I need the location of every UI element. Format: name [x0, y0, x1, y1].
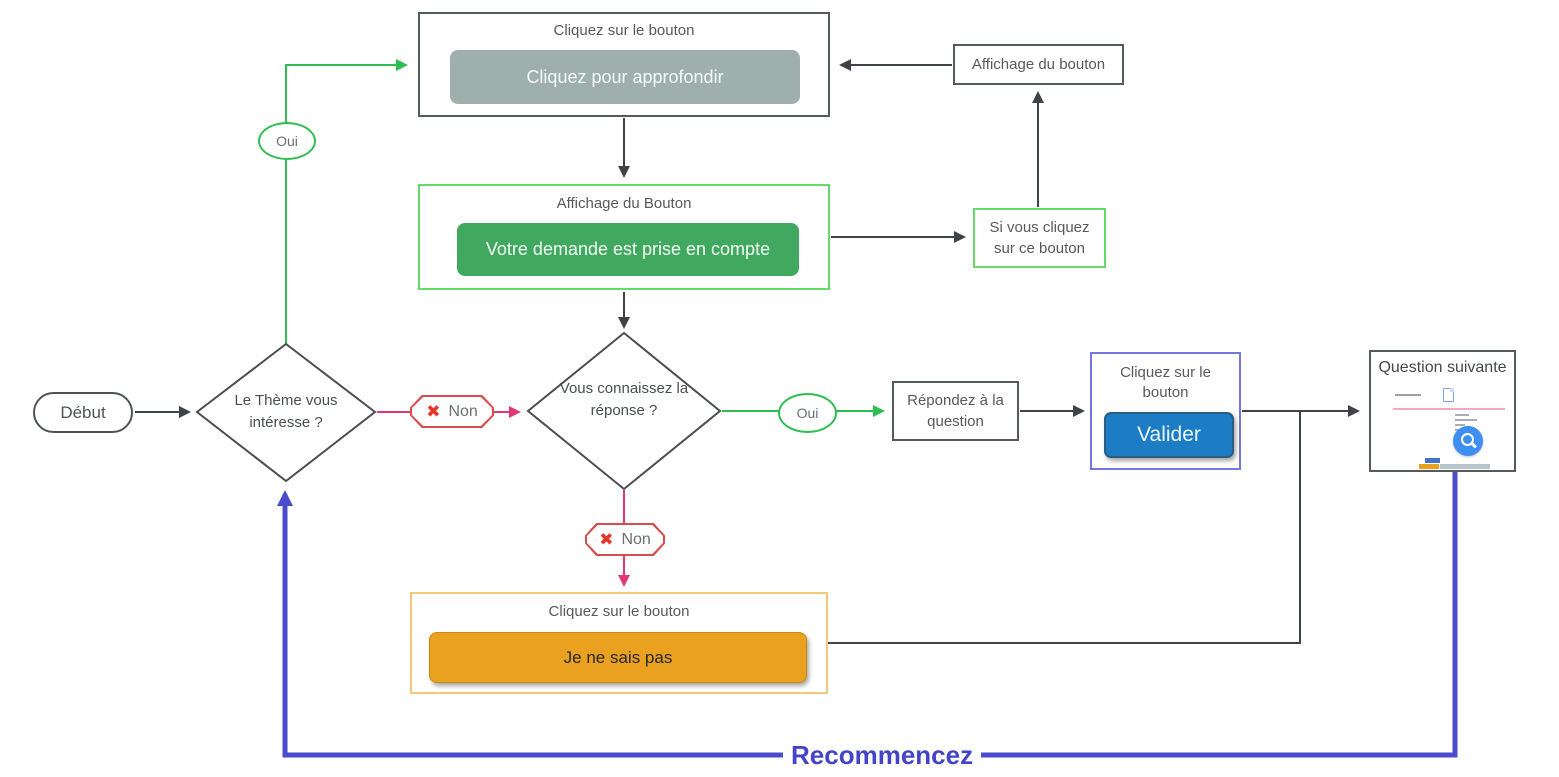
acknowledge-box-header: Affichage du Bouton: [556, 195, 692, 212]
acknowledge-box: Affichage du Bouton Votre demande est pr…: [418, 184, 830, 290]
no-badge-1: ✖ Non: [410, 395, 494, 428]
deepen-box: Cliquez sur le bouton Cliquez pour appro…: [418, 12, 830, 117]
if-click-label: Si vous cliquez sur ce bouton: [989, 219, 1090, 257]
dont-know-box: Cliquez sur le bouton Je ne sais pas: [410, 592, 828, 694]
deepen-box-header: Cliquez sur le bouton: [553, 22, 695, 39]
yes-badge-1: Oui: [258, 122, 316, 160]
decision-theme-label: Le Thème vous intéresse ?: [234, 392, 338, 431]
x-icon: ✖: [599, 530, 614, 549]
display-button-label: Affichage du bouton: [971, 56, 1106, 73]
no-badge-2: ✖ Non: [585, 523, 665, 556]
no-badge-1-label: Non: [448, 402, 478, 420]
display-button-box: Affichage du bouton: [953, 44, 1124, 85]
answer-label: Répondez à la question: [907, 392, 1004, 430]
document-icon: [1443, 388, 1454, 402]
start-node: Début: [33, 392, 133, 433]
magnifier-icon: [1453, 426, 1483, 456]
x-icon: ✖: [426, 402, 441, 421]
decision-answer-diamond: [526, 331, 722, 491]
decision-answer-label: Vous connaissez la réponse ?: [559, 380, 689, 419]
if-click-box: Si vous cliquez sur ce bouton: [973, 208, 1106, 268]
question-thumbnail: [1393, 386, 1505, 469]
yes-badge-2: Oui: [778, 393, 837, 433]
thumb-orange-bar: [1419, 464, 1439, 469]
validate-box-header: Cliquez sur le bouton: [1120, 364, 1211, 402]
deepen-button[interactable]: Cliquez pour approfondir: [450, 50, 800, 104]
dont-know-box-header: Cliquez sur le bouton: [548, 603, 690, 620]
decision-theme-diamond: [195, 342, 377, 483]
next-question-box: Question suivante: [1369, 350, 1516, 472]
next-question-title: Question suivante: [1378, 359, 1507, 376]
validate-box: Cliquez sur le bouton Valider: [1090, 352, 1241, 470]
no-badge-2-label: Non: [621, 530, 651, 548]
start-label: Début: [60, 402, 106, 422]
restart-label: Recommencez: [783, 740, 982, 771]
thumb-blue-bar: [1425, 458, 1440, 463]
answer-box: Répondez à la question: [892, 381, 1019, 441]
thumb-gray-bar: [1440, 464, 1490, 469]
validate-button[interactable]: Valider: [1104, 412, 1234, 458]
acknowledge-button[interactable]: Votre demande est prise en compte: [457, 223, 799, 276]
dont-know-button[interactable]: Je ne sais pas: [429, 632, 807, 683]
